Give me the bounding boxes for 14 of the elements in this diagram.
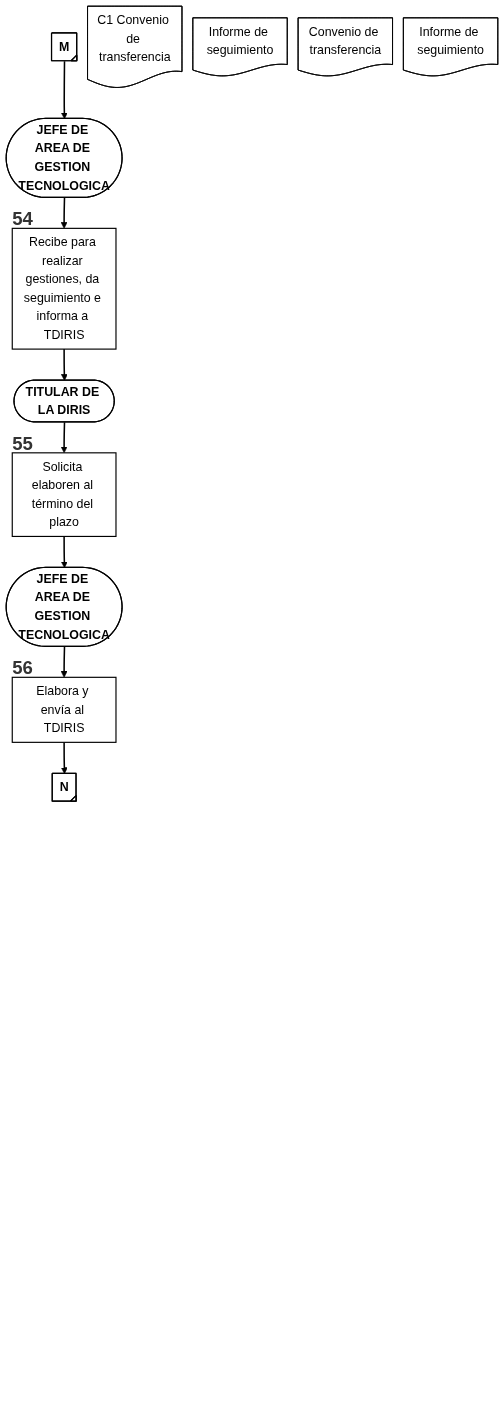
node-box: [11, 676, 117, 743]
arrow: [60, 60, 68, 120]
step-number: 55: [12, 432, 33, 454]
arrow: [60, 741, 68, 774]
arrow: [60, 421, 68, 454]
arrow: [60, 645, 68, 678]
step-number: 54: [12, 208, 33, 230]
arrow: [60, 348, 68, 381]
node-box: [11, 452, 117, 537]
arrow: [60, 535, 68, 569]
step-number: 56: [12, 657, 33, 679]
arrow: [60, 197, 68, 229]
flowchart: M JEFE DE AREA DE GESTION TECNOLOGICA Recibe para realizar gestiones, da seguimiento e informa a TDIRIS C1 Convenio de transferencia TITULAR DE LA DIRIS Solicita elaboren al término del plazo Informe de seguimiento Convenio de transferencia JEFE DE AREA DE GESTION TECNOLOGICA Elabora y envía al TDIRIS Informe de seguimiento N 54 55 56: [0, 0, 504, 808]
node-box: [11, 227, 117, 350]
